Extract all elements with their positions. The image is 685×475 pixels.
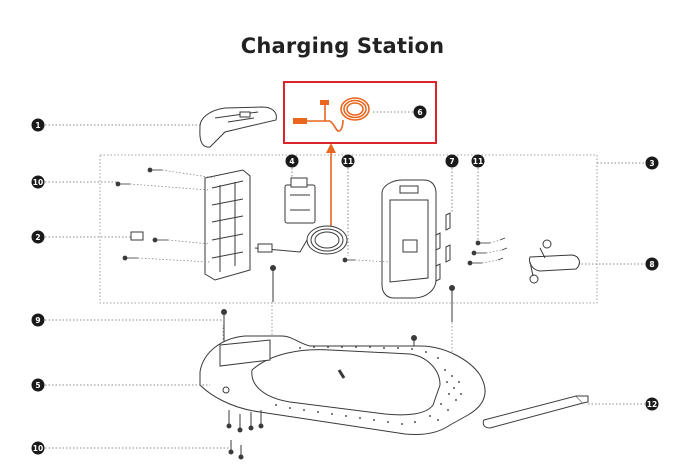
callout-9: 9	[31, 313, 45, 327]
top-cover-part	[199, 106, 277, 148]
svg-text:12: 12	[647, 400, 657, 409]
callout-6: 6	[413, 105, 427, 119]
callout-4: 4	[285, 154, 299, 168]
callout-2: 2	[31, 230, 45, 244]
svg-text:11: 11	[343, 157, 353, 166]
base-plate-part	[199, 335, 486, 435]
svg-text:5: 5	[35, 381, 40, 390]
front-housing-part	[381, 179, 437, 299]
svg-text:4: 4	[289, 157, 294, 166]
svg-text:6: 6	[417, 108, 422, 117]
assembly-leaders	[129, 169, 503, 360]
svg-text:10: 10	[33, 444, 43, 453]
callout-1: 1	[31, 118, 45, 132]
base-plate-texture	[275, 346, 462, 425]
svg-text:2: 2	[35, 233, 40, 242]
back-plate-part	[130, 169, 251, 281]
highlight-arrow	[326, 143, 336, 230]
clips-part	[435, 212, 451, 282]
svg-text:11: 11	[473, 157, 483, 166]
diagram-title: Charging Station	[240, 34, 445, 58]
callout-3: 3	[645, 156, 659, 170]
callout-8: 8	[645, 257, 659, 271]
svg-text:8: 8	[649, 260, 654, 269]
svg-text:10: 10	[33, 178, 43, 187]
highlight-box	[283, 81, 437, 144]
callout-leaders	[45, 111, 645, 449]
callout-5: 5	[31, 378, 45, 392]
contact-assembly-part	[529, 239, 580, 284]
svg-text:1: 1	[35, 121, 40, 130]
bottom-screws	[226, 410, 264, 460]
hex-key-part	[482, 395, 589, 429]
callout-7: 7	[445, 154, 459, 168]
callout-10-top: 10	[31, 175, 45, 189]
charging-cable-part	[293, 97, 370, 132]
callout-10-bottom: 10	[31, 441, 45, 455]
svg-text:7: 7	[449, 157, 454, 166]
svg-text:9: 9	[35, 316, 40, 325]
svg-text:3: 3	[649, 159, 654, 168]
assembly-screws	[115, 167, 508, 266]
power-module-part	[254, 177, 348, 255]
callout-11-left: 11	[341, 154, 355, 168]
callout-12: 12	[645, 397, 659, 411]
assembly-boundary	[99, 154, 598, 304]
callout-11-right: 11	[471, 154, 485, 168]
